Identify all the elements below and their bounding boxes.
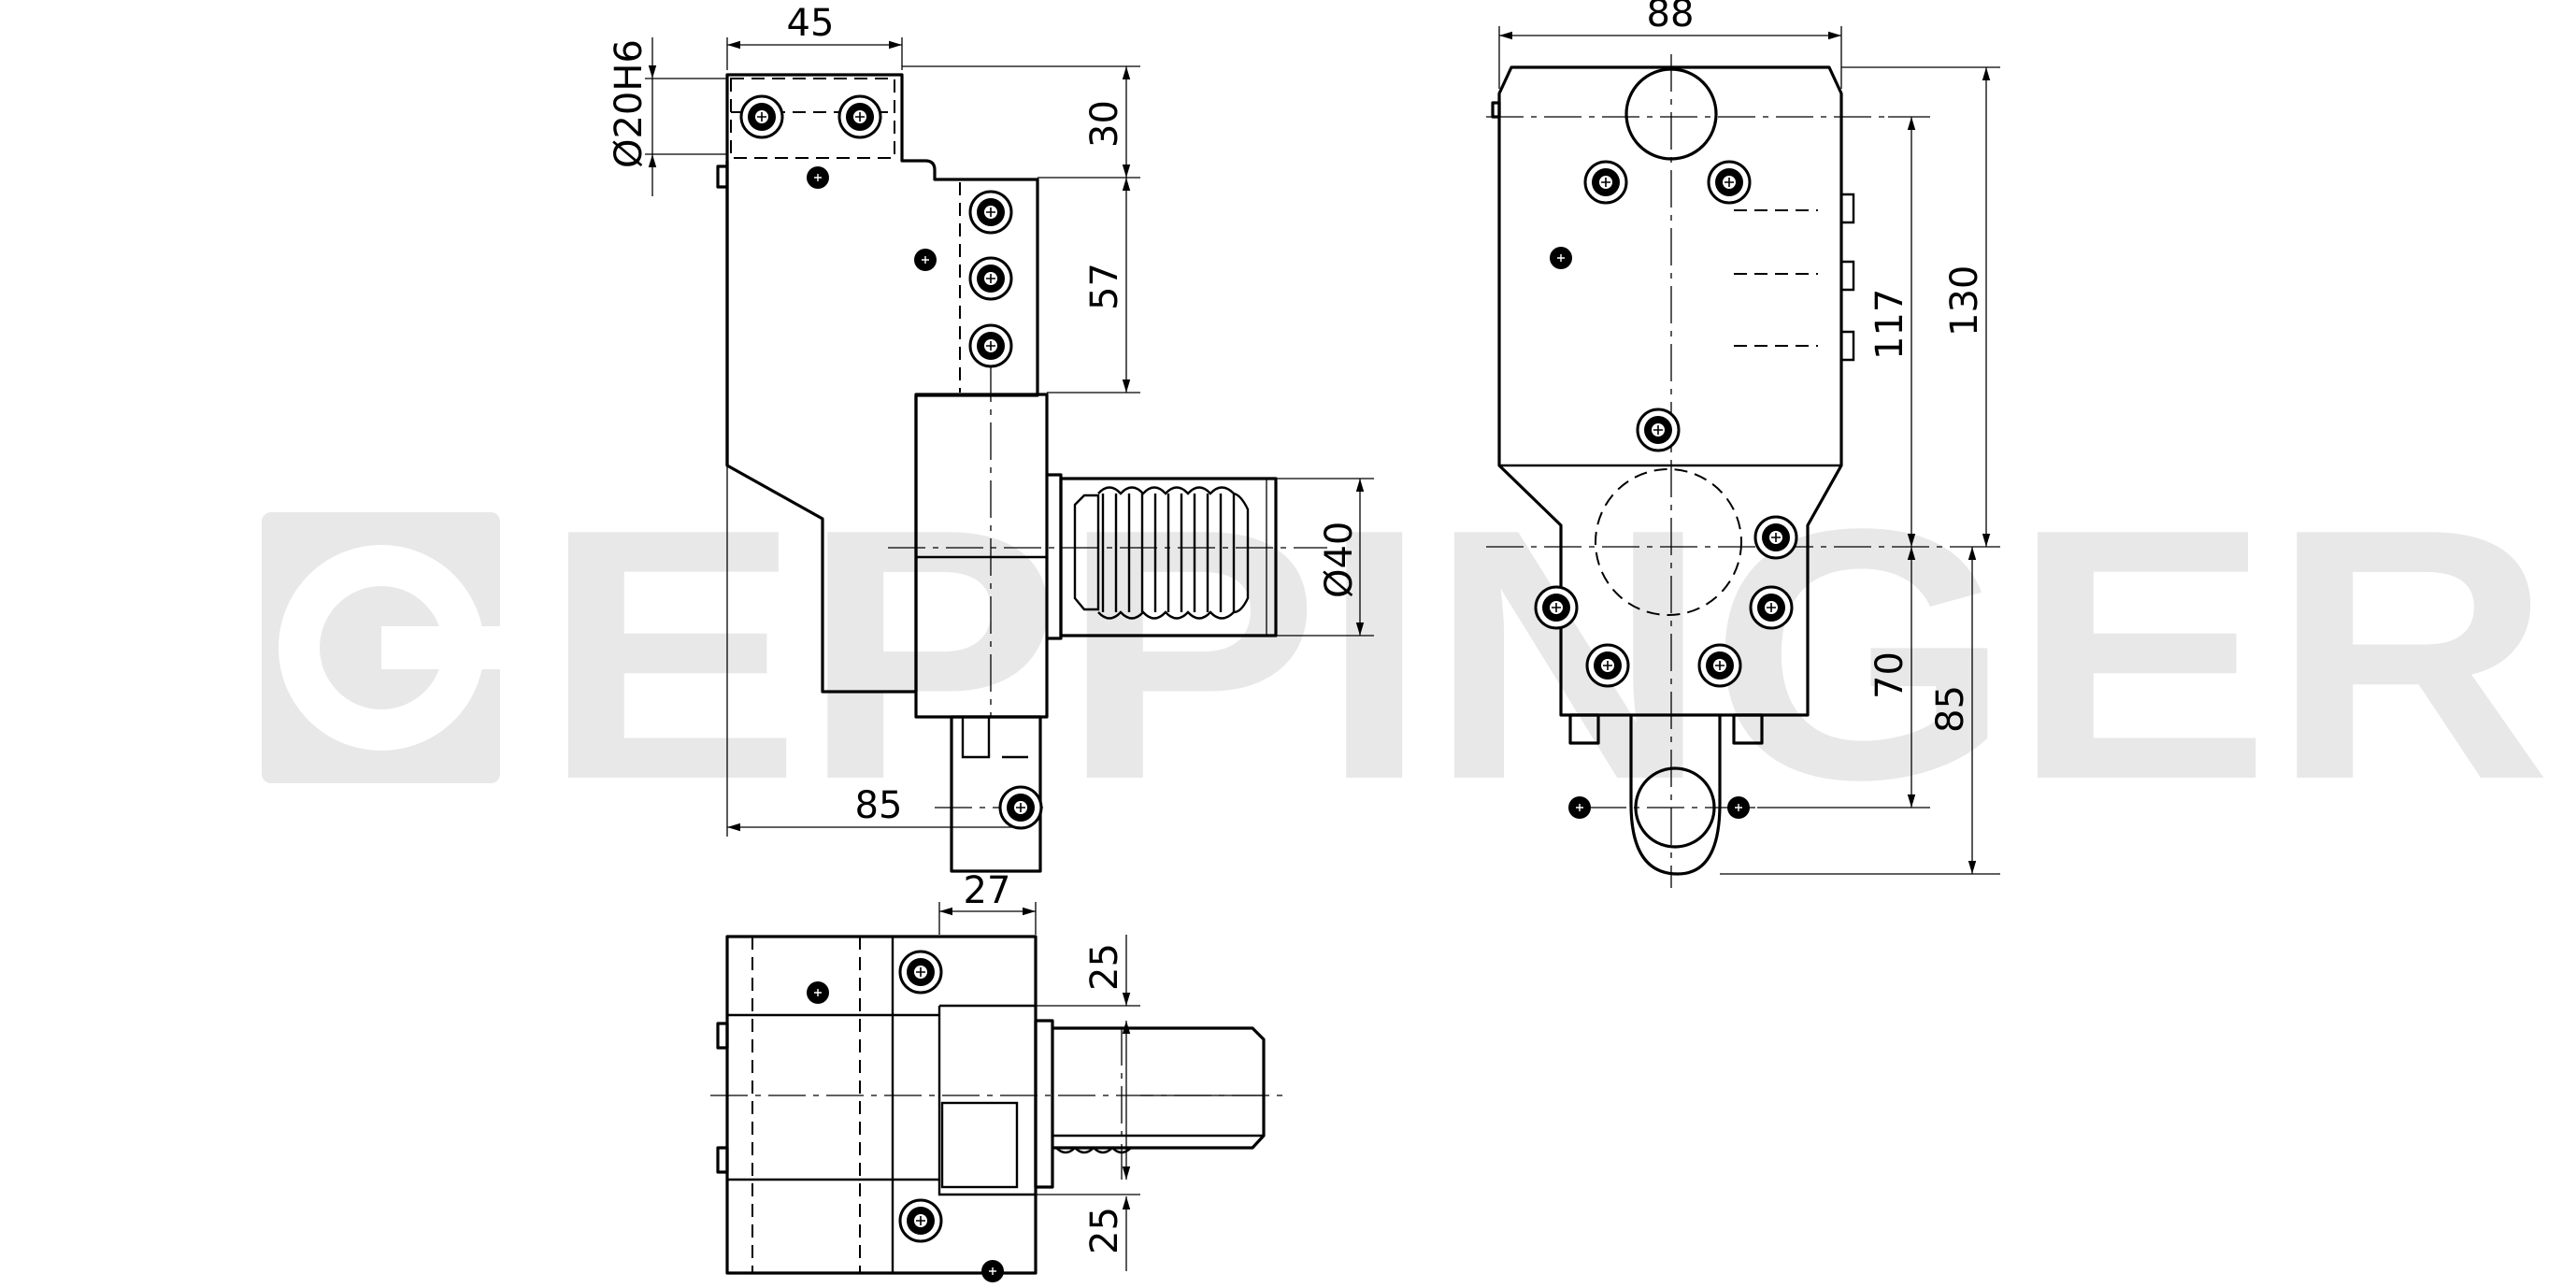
dim-27: 27 [938,869,1037,935]
dim-85-front: 85 [726,465,1021,837]
watermark-brand-text: EPPINGER [542,454,2552,853]
dim-27-label: 27 [964,869,1011,912]
eppinger-logo [262,512,512,783]
dim-85-front-label: 85 [855,784,903,827]
dim-85-side-label: 85 [1929,685,1972,733]
dim-45-label: 45 [787,2,835,45]
dim-30: 30 [902,65,1140,179]
dim-shaft-diameter: Ø20H6 [608,37,727,196]
dim-117: 117 [1868,116,1930,547]
dim-shaft-diameter-label: Ø20H6 [608,39,651,168]
dim-88-label: 88 [1647,0,1695,36]
top-view: 27 25 25 [710,869,1290,1283]
eppinger-watermark: EPPINGER [262,454,2552,853]
dim-45: 45 [726,2,903,70]
dim-130-label: 130 [1943,265,1986,336]
dim-30-label: 30 [1083,100,1126,148]
dim-spindle-diameter: Ø40 [1276,478,1374,637]
dim-70-label: 70 [1868,651,1911,699]
dim-25-upper-label: 25 [1083,943,1126,991]
dim-25-upper: 25 [1036,935,1264,1096]
dim-88: 88 [1498,0,1842,89]
dim-130: 130 [1841,66,2000,548]
dim-70: 70 [1757,547,1930,809]
dim-57-label: 57 [1083,263,1126,310]
dim-85-side: 85 [1720,547,2000,875]
dim-spindle-diameter-label: Ø40 [1318,522,1361,598]
dim-57: 57 [1047,178,1140,394]
side-view: 88 130 117 70 85 [1486,0,2000,888]
dim-25-lower-label: 25 [1083,1207,1126,1254]
dim-117-label: 117 [1868,289,1911,360]
front-view: 45 Ø20H6 30 57 Ø40 [608,2,1374,873]
dim-25-lower: 25 [1036,1095,1140,1271]
